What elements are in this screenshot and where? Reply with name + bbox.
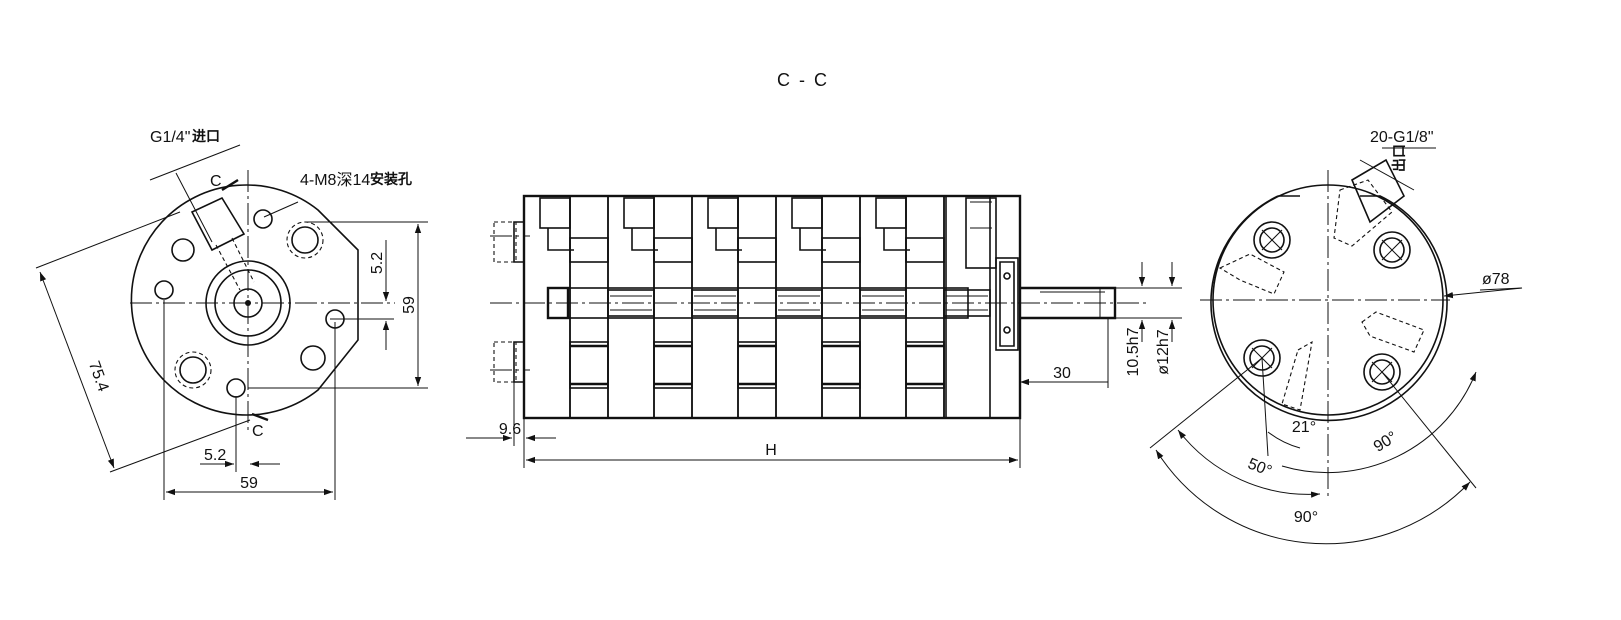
left-view-labels: G1/4" 进口 4-M8深14 安装孔 C C 59 5.2 59 5.2 7… [85, 128, 418, 492]
section-marker-top: C [210, 173, 222, 190]
section-segment [623, 195, 739, 419]
outlet-thread-label: 20-G1/8" [1370, 129, 1434, 146]
section-segment [539, 195, 655, 419]
dim-overall-length: H [765, 442, 777, 459]
inlet-text-label: 进口 [192, 128, 220, 144]
dim-flange-offset: 9.6 [499, 421, 521, 438]
dim-left-offset-bottom: 5.2 [204, 447, 226, 464]
dim-left-width: 59 [240, 475, 258, 492]
section-title: C - C [777, 70, 829, 90]
section-view-labels: 10.5h7 ø12h7 30 9.6 H [499, 327, 1172, 459]
dim-angle-bottom: 90° [1294, 509, 1318, 526]
dim-angle-left: 50° [1245, 455, 1274, 480]
right-end-view [1149, 147, 1523, 545]
section-view [466, 194, 1182, 468]
dim-angle-small: 21° [1292, 419, 1316, 436]
section-marker-bottom: C [252, 423, 264, 440]
inlet-thread-label: G1/4" [150, 129, 190, 146]
dim-left-height: 59 [401, 296, 418, 314]
dim-left-diagonal: 75.4 [85, 359, 112, 394]
section-segment [791, 195, 907, 419]
mount-spec-label: 4-M8深14 [300, 171, 370, 189]
dim-shaft-fit-outer: ø12h7 [1155, 329, 1172, 374]
dim-shaft-length: 30 [1053, 365, 1071, 382]
section-segment [707, 195, 823, 419]
outlet-text-label: 出口 [1391, 144, 1407, 172]
left-end-view [35, 144, 428, 500]
dim-right-diameter: ø78 [1482, 271, 1510, 288]
section-segment [875, 195, 991, 419]
mount-text-label: 安装孔 [370, 171, 412, 187]
dim-shaft-fit-inner: 10.5h7 [1125, 327, 1142, 376]
dim-left-offset-top: 5.2 [369, 252, 386, 274]
dim-angle-right: 90° [1371, 429, 1401, 456]
